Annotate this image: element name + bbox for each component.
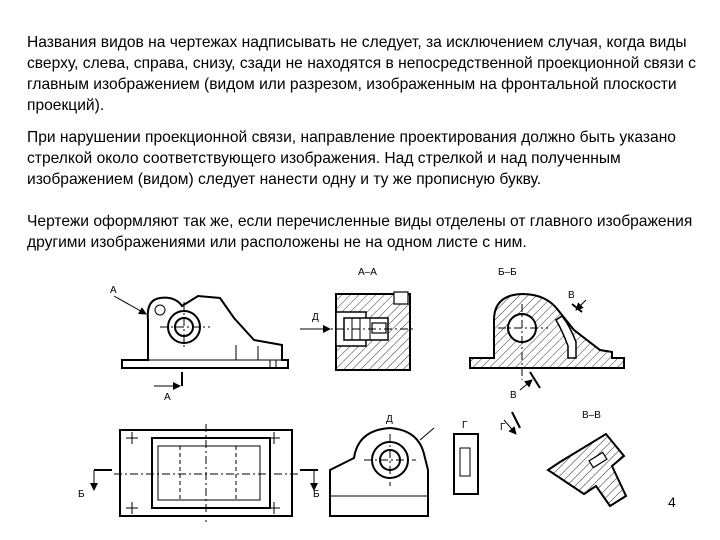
label-b-left: Б — [78, 489, 85, 500]
front-view-drawing — [113, 294, 289, 390]
label-view-g: Г — [462, 420, 468, 431]
label-b-right: Б — [313, 489, 320, 500]
view-g-drawing — [453, 411, 521, 495]
paragraph-separated-views-rule: Чертежи оформляют так же, если перечисле… — [27, 213, 693, 251]
label-a-bottom: А — [164, 392, 171, 403]
label-v-top: В — [568, 290, 575, 301]
view-d-drawing — [329, 426, 435, 517]
label-section-vv: В–В — [582, 410, 601, 421]
paragraph-view-naming-rule: Названия видов на чертежах надписывать н… — [27, 34, 696, 114]
label-view-d: Д — [386, 414, 393, 425]
label-g-arrow: Г — [500, 422, 506, 433]
section-vv-drawing — [546, 432, 628, 508]
label-section-aa: А–А — [358, 267, 377, 278]
paragraph-projection-arrow-rule: При нарушении проекционной связи, направ… — [27, 129, 676, 188]
label-section-bb: Б–Б — [498, 267, 517, 278]
section-bb-drawing — [469, 292, 625, 391]
top-view-drawing — [90, 424, 318, 522]
slide-number: 4 — [668, 494, 676, 510]
label-a-top: А — [110, 285, 117, 296]
label-d-arrow: Д — [312, 312, 319, 323]
section-aa-drawing — [300, 291, 414, 371]
label-v-bottom: В — [510, 390, 517, 401]
